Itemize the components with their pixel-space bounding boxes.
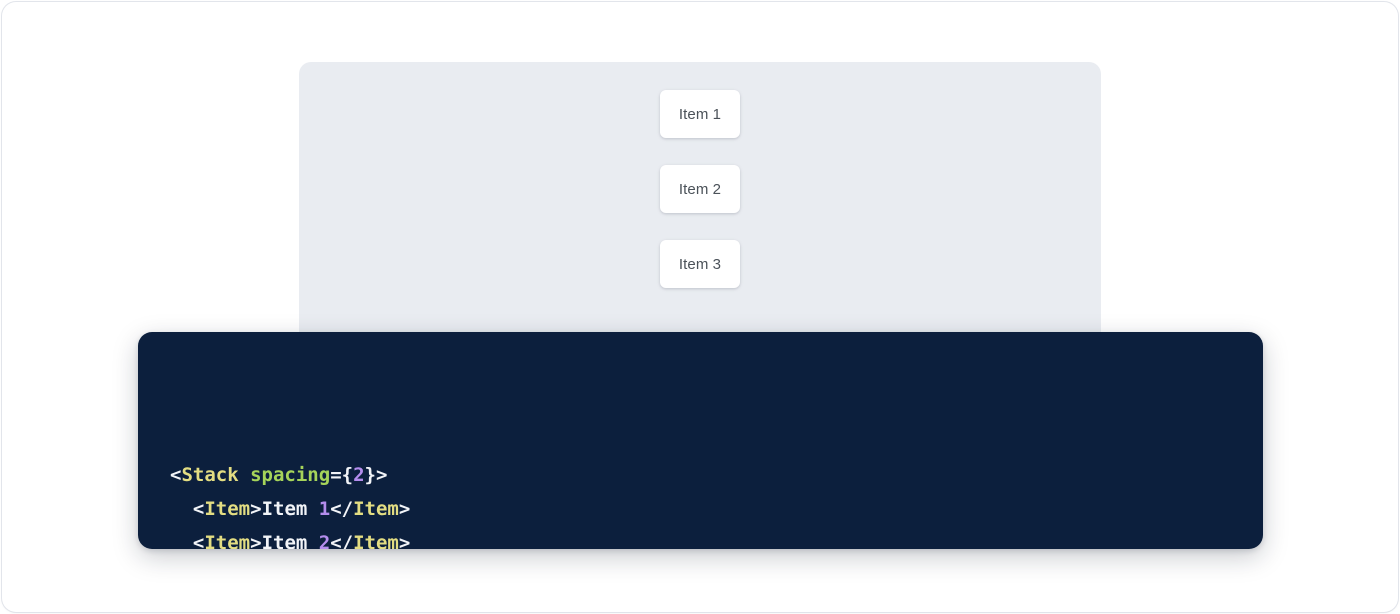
code-token-tag: Item (353, 532, 399, 549)
stack-item-label: Item 3 (678, 255, 722, 273)
code-token-punct: < (192, 498, 205, 520)
code-token-tag: Item (204, 532, 251, 549)
code-line: <Item>Item 1</Item> (170, 492, 410, 526)
code-token-text: Item (261, 498, 319, 520)
code-snippet-content: <Stack spacing={2}> <Item>Item 1</Item> … (170, 356, 410, 549)
code-token-num: 2 (318, 532, 331, 549)
code-token-punct: }> (364, 464, 388, 486)
code-token-punct: < (170, 464, 182, 486)
stack-item-label: Item 2 (678, 180, 722, 198)
stack-container: Item 1 Item 2 Item 3 (299, 90, 1101, 288)
code-token-attr: spacing (250, 464, 331, 486)
code-line: <Stack spacing={2}> (170, 458, 410, 492)
code-token-punct: > (398, 498, 411, 520)
code-token-num: 1 (318, 498, 331, 520)
code-token-punct: > (250, 498, 262, 520)
code-token-tag: Item (204, 498, 251, 520)
code-token-punct: > (250, 532, 262, 549)
code-token-punct: > (398, 532, 411, 549)
code-token-punct: </ (330, 532, 354, 549)
code-token-punct (239, 464, 250, 486)
code-token-num: 2 (353, 464, 365, 486)
code-token-punct: < (192, 532, 205, 549)
code-snippet-block[interactable]: <Stack spacing={2}> <Item>Item 1</Item> … (138, 332, 1263, 549)
code-token-punct: ={ (330, 464, 354, 486)
code-token-punct: </ (330, 498, 354, 520)
stack-item[interactable]: Item 2 (660, 165, 740, 213)
code-token-tag: Item (353, 498, 399, 520)
stack-item[interactable]: Item 3 (660, 240, 740, 288)
stack-item[interactable]: Item 1 (660, 90, 740, 138)
code-token-tag: Stack (181, 464, 239, 486)
code-token-text: Item (261, 532, 319, 549)
code-indent (170, 532, 193, 549)
stack-item-label: Item 1 (678, 105, 722, 123)
code-indent (170, 498, 193, 520)
code-line: <Item>Item 2</Item> (170, 526, 410, 549)
